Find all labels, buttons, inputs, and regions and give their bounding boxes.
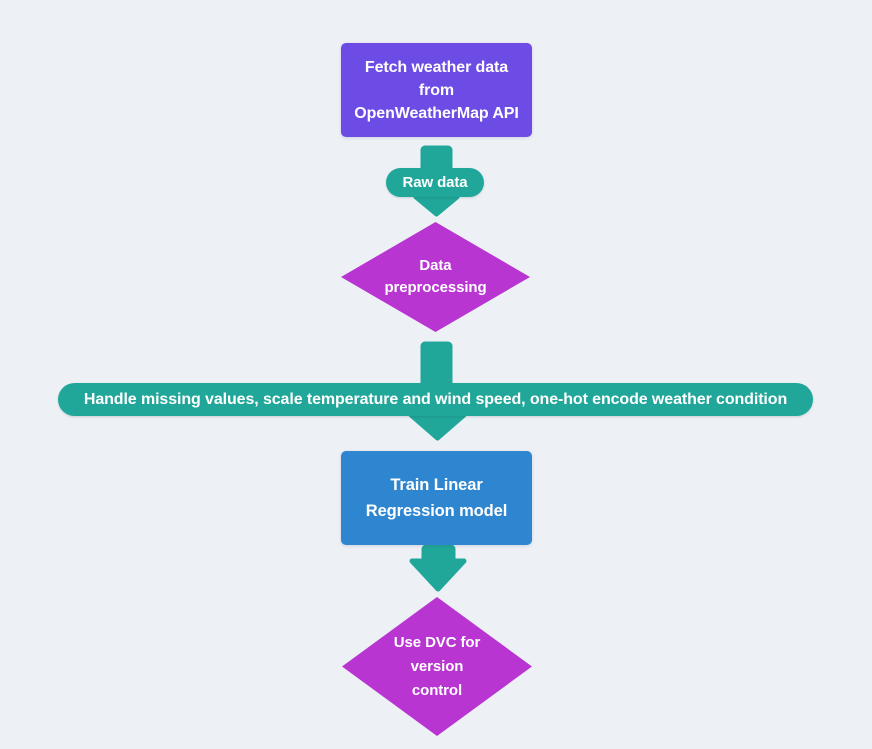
node-fetch-weather-data-label: Fetch weather data from OpenWeatherMap A… xyxy=(354,58,519,122)
edge-label-preprocessing-steps: Handle missing values, scale temperature… xyxy=(58,383,813,416)
arrow-train-to-dvc xyxy=(409,544,467,592)
node-train-linear-regression: Train Linear Regression model xyxy=(341,451,532,545)
node-fetch-weather-data: Fetch weather data from OpenWeatherMap A… xyxy=(341,43,532,137)
edge-label-preprocessing-steps-text: Handle missing values, scale temperature… xyxy=(83,390,788,408)
edge-label-raw-data-text: Raw data xyxy=(402,174,468,191)
node-use-dvc-version-control-label: Use DVC for version control xyxy=(393,633,481,699)
node-data-preprocessing-label: Data preprocessing xyxy=(384,257,487,296)
edge-label-raw-data: Raw data xyxy=(386,168,484,197)
node-train-linear-regression-label: Train Linear Regression model xyxy=(365,476,508,520)
